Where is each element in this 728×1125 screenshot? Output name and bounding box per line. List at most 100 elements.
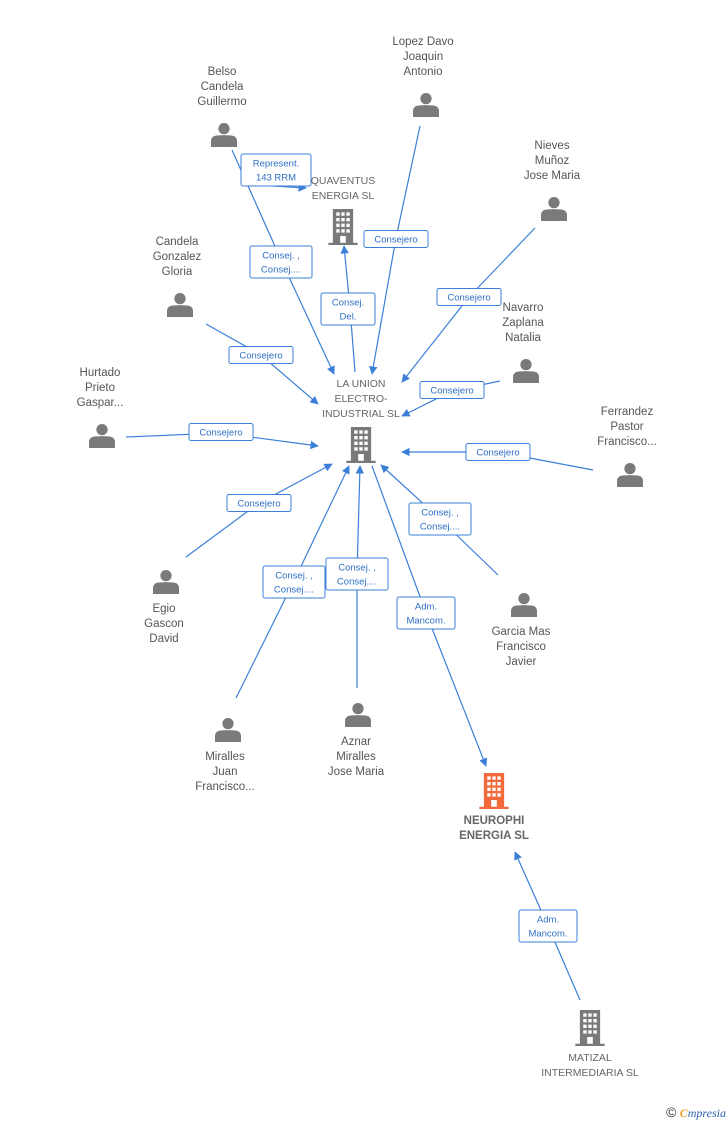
node-label-line: Antonio xyxy=(403,66,442,78)
edge-label-ferrandez-launion[interactable]: Consejero xyxy=(465,443,531,461)
node-launion[interactable]: LA UNION ELECTRO- INDUSTRIAL SL xyxy=(322,378,400,463)
edge-label-text: Adm. xyxy=(415,602,437,613)
edge-label-text: Consej.... xyxy=(420,522,460,533)
node-label-line: Jose Maria xyxy=(524,170,581,182)
edge-label-miralles-launion[interactable]: Consej. ,Consej.... xyxy=(262,565,326,599)
edge-label-text: Consej. , xyxy=(262,251,300,262)
node-label-line: Guillermo xyxy=(197,96,246,108)
node-label-line: Hurtado xyxy=(80,367,121,379)
node-label-line: ENERGIA SL xyxy=(312,190,375,202)
edge-label-text: Represent. xyxy=(253,159,299,170)
person-icon xyxy=(513,358,539,383)
person-icon xyxy=(345,702,371,727)
node-label-line: David xyxy=(149,633,178,645)
edge-label-lopez-launion[interactable]: Consejero xyxy=(363,230,429,248)
edge-label-text: Consejero xyxy=(374,235,417,246)
node-label-line: MATIZAL xyxy=(568,1052,612,1064)
node-miralles[interactable]: MirallesJuanFrancisco... xyxy=(195,717,255,793)
edge-label-text: Consejero xyxy=(447,293,490,304)
node-label-line: Lopez Davo xyxy=(392,36,453,48)
edge-label-belso-launion[interactable]: Consej. , Consej.... xyxy=(249,245,313,279)
empresia-logo: Cmpresia xyxy=(679,1106,726,1120)
node-label-line: Miralles xyxy=(336,751,376,763)
node-label-line: Aznar xyxy=(341,736,371,748)
node-label-line: Nieves xyxy=(534,140,569,152)
edge-label-text: Consej.... xyxy=(337,577,377,588)
node-label-line: Zaplana xyxy=(502,317,544,329)
footer-brand: © Cmpresia xyxy=(666,1104,726,1121)
node-label-line: Candela xyxy=(201,81,244,93)
edge-label-text: Mancom. xyxy=(528,929,567,940)
edge-label-text: 143 RRM xyxy=(256,173,296,184)
edge-label-text: Consej. xyxy=(332,298,364,309)
person-icon xyxy=(617,462,643,487)
person-icon xyxy=(89,423,115,448)
edge-label-text: Mancom. xyxy=(406,616,445,627)
node-ferrandez[interactable]: FerrandezPastorFrancisco... xyxy=(597,406,657,487)
node-label-line: Candela xyxy=(156,236,199,248)
node-label-line: Gaspar... xyxy=(77,397,124,409)
edge-label-nieves-launion[interactable]: Consejero xyxy=(436,288,502,306)
edge-label-hurtado-launion[interactable]: Consejero xyxy=(188,423,254,441)
node-neurophi[interactable]: NEUROPHI ENERGIA SL xyxy=(459,773,529,842)
edge-lopez-launion xyxy=(369,125,421,375)
node-label-line: Garcia Mas xyxy=(492,626,551,638)
node-label-line: ENERGIA SL xyxy=(459,830,529,842)
node-label-line: Muñoz xyxy=(535,155,570,167)
edge-label-matizal-neurophi[interactable]: Adm. Mancom. xyxy=(518,909,578,943)
building-icon xyxy=(328,209,358,245)
node-label-line: NEUROPHI xyxy=(464,815,525,827)
node-label-line: Joaquin xyxy=(403,51,443,63)
edge-label-launion-quaventus[interactable]: Consej.Del. xyxy=(320,292,376,326)
edge-label-text: Consejero xyxy=(237,499,280,510)
node-label-line: Ferrandez xyxy=(601,406,654,418)
building-icon xyxy=(575,1010,605,1046)
edge-label-aznar-launion[interactable]: Consej. , Consej.... xyxy=(325,557,389,591)
edge-label-text: Consej.... xyxy=(261,265,301,276)
edge-label-belso-quaventus[interactable]: Represent. 143 RRM xyxy=(240,153,312,187)
node-label-line: Francisco xyxy=(496,641,546,653)
node-label-line: Pastor xyxy=(610,421,643,433)
node-quaventus[interactable]: QUAVENTUS ENERGIA SL xyxy=(311,175,376,245)
node-label-line: LA UNION xyxy=(336,378,385,390)
node-label-line: Francisco... xyxy=(597,436,656,448)
edge-label-candela-launion[interactable]: Consejero xyxy=(228,346,294,364)
node-label-line: Natalia xyxy=(505,332,541,344)
edge-label-text: Consej. , xyxy=(338,563,376,574)
node-label-line: Belso xyxy=(208,66,237,78)
edge-label-text: Consejero xyxy=(239,351,282,362)
edge-label-launion-neurophi[interactable]: Adm. Mancom. xyxy=(396,596,456,630)
node-hurtado[interactable]: HurtadoPrietoGaspar... xyxy=(77,367,124,448)
edge-label-egio-launion[interactable]: Consejero xyxy=(226,494,292,512)
copyright-symbol: © xyxy=(666,1104,677,1120)
node-label-line: Javier xyxy=(506,656,537,668)
node-label-line: Gloria xyxy=(162,266,193,278)
person-icon xyxy=(167,292,193,317)
edge-label-garcia-launion[interactable]: Consej. ,Consej.... xyxy=(408,502,472,536)
node-label-line: ELECTRO- xyxy=(334,393,388,405)
edge-label-navarro-launion[interactable]: Consejero xyxy=(419,381,485,399)
node-label-line: Miralles xyxy=(205,751,245,763)
edge-label-text: Adm. xyxy=(537,915,559,926)
building-icon xyxy=(346,427,376,463)
node-label-line: Jose Maria xyxy=(328,766,385,778)
edge-label-text: Consej. , xyxy=(275,571,313,582)
node-label-line: Prieto xyxy=(85,382,115,394)
person-icon xyxy=(541,196,567,221)
node-label-line: QUAVENTUS xyxy=(311,175,376,187)
node-label-line: INDUSTRIAL SL xyxy=(322,408,400,420)
node-label-line: Juan xyxy=(213,766,238,778)
building-icon xyxy=(479,773,509,809)
edge-label-text: Consejero xyxy=(199,428,242,439)
person-icon xyxy=(211,122,237,147)
